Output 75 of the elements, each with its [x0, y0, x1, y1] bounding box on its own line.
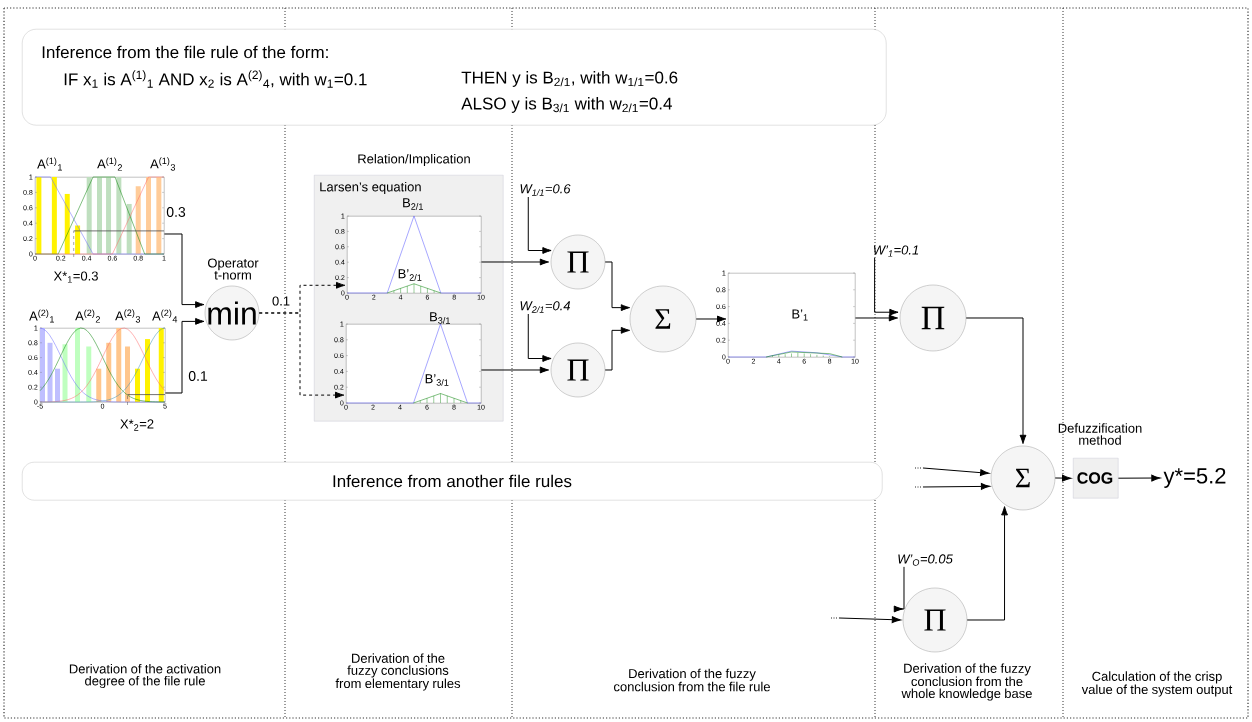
- arrow: [893, 566, 905, 613]
- rule-text: IF x$_{1}$ is A$^{(1)}$$_{1}$ AND x$_{2}$ is A$^{(2)}$$_{4}$, with w$_{1}$=0.1: [64, 70, 367, 88]
- arrow: [480, 258, 550, 266]
- edge-label: 0.3: [165, 206, 187, 218]
- curve-label: A$^{(1)}$2: [97, 157, 122, 171]
- product-circle: [550, 234, 606, 290]
- operator-symbol: Σ: [655, 309, 671, 329]
- curve-label: A$^{(2)}$2: [75, 309, 100, 323]
- weight-label: W$_{1/1}$=0.6: [520, 184, 571, 196]
- column-caption: Derivation of the activation degree of the file rule: [69, 663, 221, 689]
- arrow: [838, 616, 902, 624]
- arrow: [164, 318, 205, 394]
- box-caption: Relation/Implication: [358, 153, 470, 167]
- curve-label: A$^{(1)}$3: [150, 157, 176, 171]
- arrow: [604, 326, 631, 371]
- method-caption: Defuzzification method: [1058, 423, 1142, 445]
- arrow: [854, 314, 899, 322]
- operator-symbol: Π: [567, 359, 589, 381]
- box-text: Inference from another file rules: [333, 474, 572, 488]
- arrow: [258, 312, 345, 399]
- ellipsis: ...: [831, 617, 837, 619]
- weight-label: W’$_{O}$=0.05: [898, 554, 953, 566]
- curve-label: X*$_{2}$=2: [120, 419, 154, 431]
- rule-text: THEN y is B$_{2/1}$, with w$_{1/1}$=0.6: [461, 71, 678, 87]
- column-caption: Derivation of the fuzzy conclusion from the file rule: [614, 668, 770, 692]
- curve-label: A$^{(2)}$4: [152, 309, 178, 323]
- column-caption: Calculation of the crisp value of the system output: [1081, 671, 1233, 697]
- weight-label: W$_{2/1}$=0.4: [520, 301, 571, 313]
- arrow: [1054, 474, 1072, 482]
- edge-label: 0.1: [187, 370, 209, 382]
- curve-label: B$_{2/1}$: [403, 198, 423, 210]
- curve-label: X*$_{1}$=0.3: [53, 271, 98, 283]
- edge-label: 0.1: [271, 295, 292, 307]
- arrow: [922, 467, 990, 477]
- weight-label: W’$_{1}$=0.1: [873, 245, 919, 257]
- curve-label: A$^{(2)}$1: [29, 309, 54, 323]
- arrow: [527, 196, 552, 254]
- ellipsis: ...: [915, 467, 921, 469]
- column-caption: Derivation of the fuzzy conclusions from elementary rules: [335, 653, 461, 691]
- curve-label: A$^{(1)}$1: [37, 157, 62, 171]
- product-circle: [550, 342, 606, 398]
- arrow: [966, 506, 1008, 621]
- operator-symbol: Π: [567, 251, 589, 273]
- curve-label: A$^{(2)}$3: [115, 309, 141, 323]
- arrow: [163, 233, 205, 308]
- inference-box: [22, 462, 883, 501]
- operator-symbol: Π: [924, 609, 946, 631]
- arrow: [695, 315, 727, 323]
- defuzzification-box: [1073, 458, 1119, 499]
- rule-text: ALSO y is B$_{3/1}$ with w$_{2/1}$=0.4: [461, 97, 672, 113]
- sum-circle: [990, 445, 1056, 511]
- sum-circle: [629, 285, 697, 353]
- operator-symbol: Π: [921, 306, 945, 330]
- arrow: [604, 261, 631, 312]
- product-circle: [899, 284, 967, 352]
- product-circle: [902, 587, 968, 653]
- box-title: Larsen’s equation: [320, 181, 421, 195]
- operator-symbol: min: [208, 301, 256, 325]
- ellipsis: ...: [915, 486, 921, 488]
- arrow: [527, 313, 552, 362]
- output-value: y*=5.2: [1163, 468, 1226, 488]
- rule-heading: Inference from the file rule of the form:: [42, 45, 328, 59]
- method-label: COG: [1077, 472, 1113, 484]
- arrow: [874, 257, 899, 316]
- operator-symbol: Σ: [1015, 468, 1030, 488]
- arrow: [480, 366, 550, 374]
- curve-label: B$_{3/1}$: [430, 312, 450, 324]
- curve-label: B’$_{2/1}$: [398, 269, 422, 281]
- operator-caption: Operator t-norm: [207, 258, 259, 280]
- curve-label: B’$_{1}$: [792, 309, 808, 321]
- arrow: [1117, 474, 1161, 482]
- arrow: [922, 483, 991, 490]
- operator-circle: [204, 285, 260, 341]
- arrow: [965, 317, 1027, 445]
- curve-label: B’$_{3/1}$: [425, 374, 449, 386]
